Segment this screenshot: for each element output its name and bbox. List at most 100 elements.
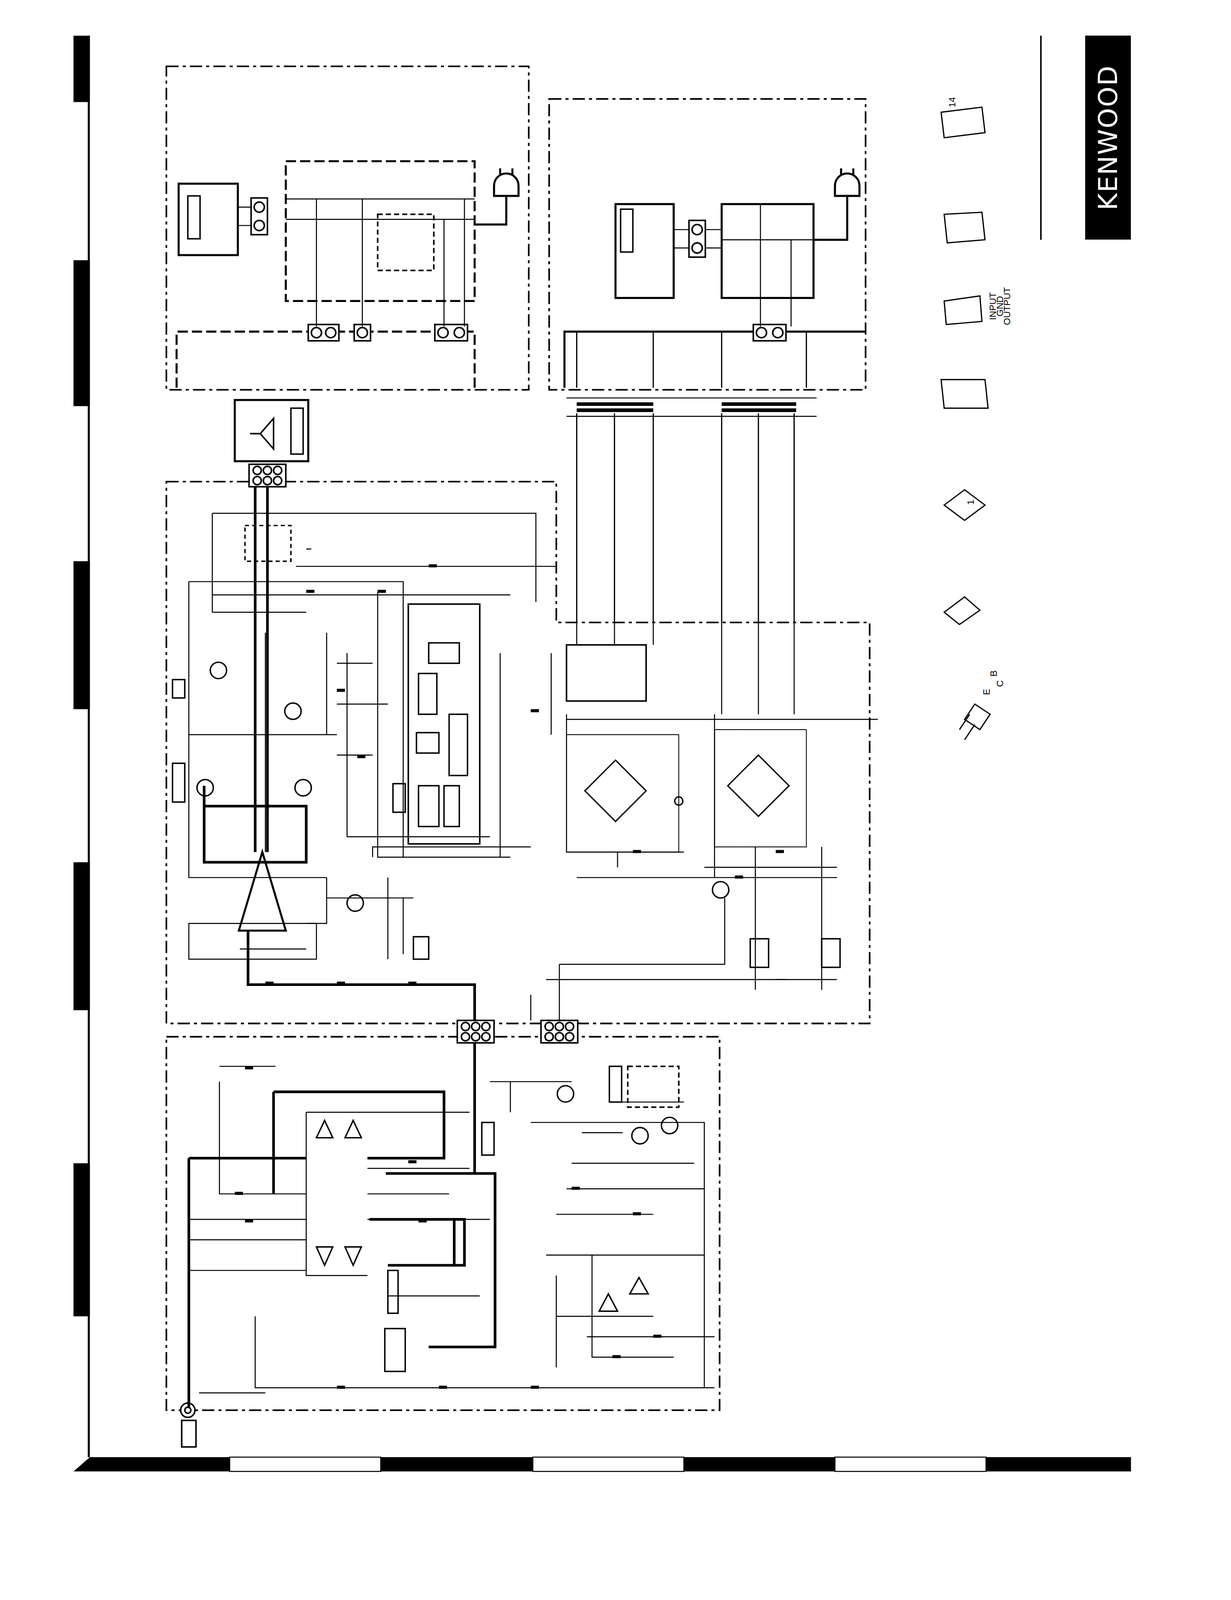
connector-terminal [461,1022,470,1031]
sub-board [176,161,866,1108]
sub-board [285,161,475,302]
sub-board [564,331,866,388]
ac-plug [835,173,860,197]
transistor-symbol [712,881,729,899]
pin-number: 14 [947,96,957,107]
resistor-symbol [734,875,743,879]
part-outline [941,107,986,138]
transistor-symbol [661,1117,678,1135]
transistor-symbol [631,1127,649,1145]
resistor-symbol [530,1386,539,1389]
op-amp [316,1247,333,1266]
power-amp [238,852,286,932]
connector-terminal [457,1020,494,1044]
connector-terminal [481,1032,490,1041]
page-frame [73,561,90,710]
resistor-symbol [245,1219,254,1223]
signal-path [473,1043,476,1175]
page-frame [73,260,90,407]
page-frame [73,862,90,1011]
wiring [285,199,475,327]
ac-plug [840,168,854,176]
rectifier-bridge [566,729,807,853]
connector-terminal [254,220,265,231]
page-frame [1039,35,1042,240]
wiring [336,653,490,838]
wiring [721,204,814,327]
connector-terminal [753,324,787,342]
page-frame [683,1457,836,1472]
connector-terminal [756,327,767,338]
sub-board [234,400,308,462]
part-outline [943,597,980,625]
relay-symbol [416,732,440,754]
unit-boundary [166,1037,720,1411]
transistor-symbol [294,779,312,797]
resistor-symbol [408,982,417,986]
wiring [188,1066,307,1271]
resistor-symbol [306,589,315,593]
wiring [571,1102,694,1164]
part-outline [943,296,982,325]
relay-symbol [172,763,185,803]
resistor-symbol [530,709,539,713]
resistor-symbol [632,1212,641,1216]
sub-board [627,1066,679,1108]
relay-symbol [821,938,841,968]
connector-terminal [471,1032,480,1041]
part-outline [943,212,985,244]
relay-symbol [444,786,460,827]
op-amp [629,1277,649,1295]
op-amp [344,1120,362,1138]
wiring [237,207,722,249]
wiring [576,622,794,715]
connector-terminal [555,1022,564,1031]
connector-terminal [692,224,703,235]
relay-symbol [172,196,841,1373]
resistor-symbol [336,1386,345,1389]
wiring [545,1255,715,1369]
brand-name: KENWOOD [1092,64,1124,211]
relay-symbol [387,1270,399,1314]
wiring [188,898,404,960]
resistor-symbol [439,1386,448,1389]
relay-symbol [413,936,430,960]
part-outline [941,107,991,740]
resistor-symbol [234,1192,243,1196]
transistor-symbol [284,703,302,720]
part-outline [943,489,985,521]
wiring [306,877,414,960]
sub-board [566,645,647,702]
relay-symbol [172,680,185,699]
signal-path [248,931,475,1021]
connector-terminal [461,1032,470,1041]
resistor-symbol [612,1355,621,1359]
wiring [489,1081,705,1389]
relay-symbol [449,714,468,776]
connector-terminal [263,476,272,485]
page-frame [73,35,90,102]
speaker-symbol [250,418,274,450]
sub-board [408,604,480,845]
connector-terminal [540,1020,578,1044]
connector-terminal [325,327,336,338]
wiring [372,592,531,858]
wiring [188,199,878,1394]
connector-terminal [263,466,272,475]
signal-path [204,486,307,863]
relay-symbol [428,643,460,664]
connector-terminal [437,327,448,338]
resistor-symbol [571,1187,580,1190]
connector-terminal [253,466,262,475]
page-frame [985,1457,1131,1472]
resistor-symbol [336,982,345,986]
op-amp [344,1247,362,1266]
wiring [530,898,787,1021]
relay-symbol [609,1066,622,1103]
connector-terminal [273,476,282,485]
ac-plug [493,173,519,197]
unit-boundary [549,98,866,390]
connector-terminal [545,1032,554,1041]
ac-plug [474,196,848,241]
